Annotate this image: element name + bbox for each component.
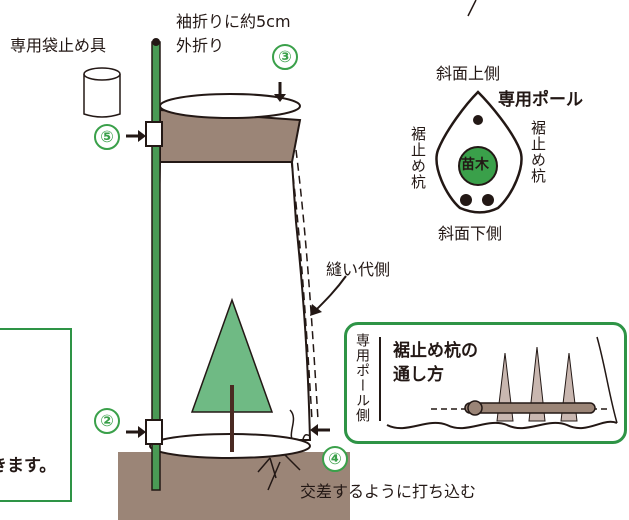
ground xyxy=(118,452,350,520)
line-fragment xyxy=(467,0,477,17)
clamp-top xyxy=(145,121,163,147)
left-note-panel: きます。 xyxy=(0,328,72,502)
plan-seedling-circle xyxy=(458,146,498,186)
plan-stake-dot-1 xyxy=(460,194,472,206)
step-number-3: ③ xyxy=(272,44,298,70)
stake-left-label: 裾止め杭 xyxy=(409,126,427,190)
clamp-bottom xyxy=(145,419,163,445)
slope-down-label: 斜面下側 xyxy=(438,224,503,243)
pole-top xyxy=(152,38,160,46)
stopper-roll-icon xyxy=(83,74,121,118)
fold-label: 袖折りに約5cm xyxy=(176,12,291,31)
cross-drive-label: 交差するように打ち込む xyxy=(300,482,477,501)
plan-stake-dot-2 xyxy=(482,194,494,206)
step-number-2: ② xyxy=(94,408,120,434)
inset-hem xyxy=(386,420,618,430)
stake-threading-inset: 専用ポール側 裾止め杭の 通し方 xyxy=(344,322,627,444)
slope-up-label: 斜面上側 xyxy=(436,64,501,83)
step-number-5: ⑤ xyxy=(94,124,120,150)
roots xyxy=(257,454,301,491)
inset-title-1: 裾止め杭の xyxy=(393,341,478,361)
seam-side-label: 縫い代側 xyxy=(326,260,391,279)
seedling-label: 苗木 xyxy=(461,157,489,173)
left-note-text: きます。 xyxy=(0,456,57,476)
bag-stopper-label: 専用袋止め具 xyxy=(10,36,107,55)
step-number-4: ④ xyxy=(322,446,348,472)
inset-side-label: 専用ポール側 xyxy=(354,333,370,423)
inset-canvas xyxy=(379,336,618,430)
inset-title-2: 通し方 xyxy=(393,365,444,385)
seam-line-2 xyxy=(295,149,319,421)
fold-label-2: 外折り xyxy=(176,36,225,55)
inset-stake-bar xyxy=(464,402,596,414)
seam-arrow xyxy=(313,275,347,313)
stake-right-label: 裾止め杭 xyxy=(529,120,547,184)
seam-line xyxy=(289,149,313,421)
pole-label: 専用ポール xyxy=(498,90,583,110)
plan-pole-dot xyxy=(473,115,483,125)
